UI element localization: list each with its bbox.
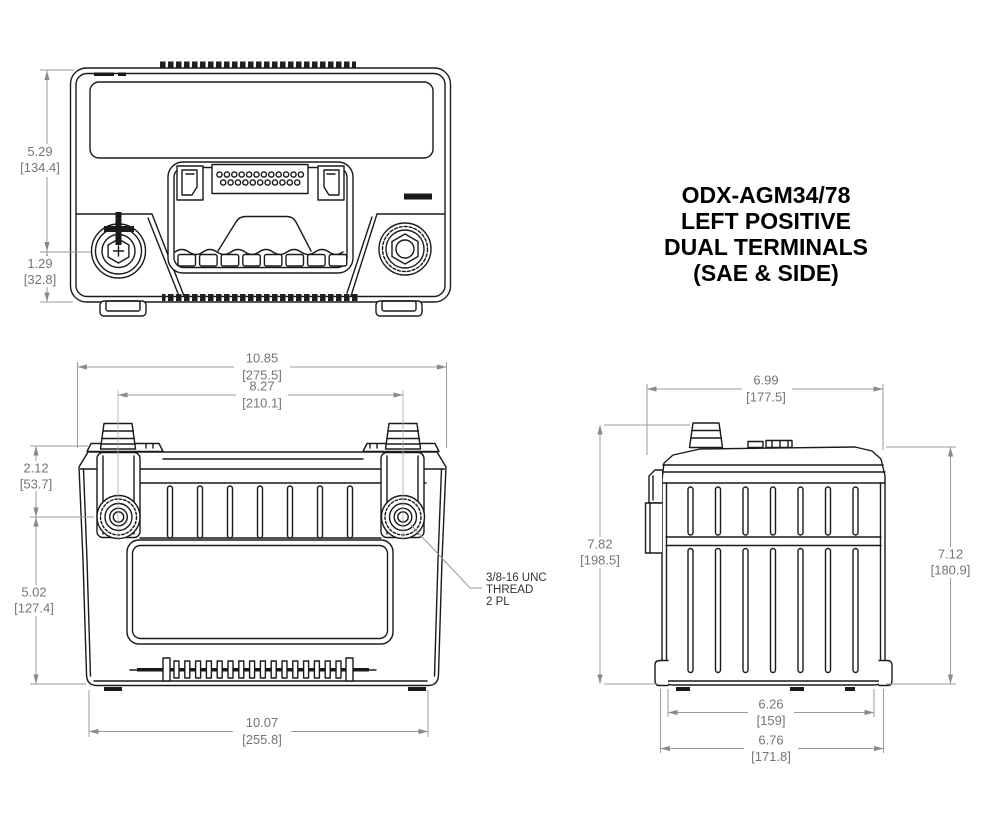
dim-base-outer-in: 6.76 (758, 733, 783, 748)
label-recess-front (126, 539, 394, 645)
dim-side-depth-mm: [177.5] (746, 390, 786, 405)
negative-symbol-icon (404, 193, 432, 200)
side-view-dimensions: 6.99 [177.5] 7.82 [198.5] 7.12 [180.9] 6… (576, 373, 977, 764)
dim-body-height-mm: [127.4] (14, 601, 54, 616)
foot-tab (375, 300, 423, 317)
vent-panel (211, 163, 309, 195)
thread-places: 2 PL (486, 596, 510, 608)
vent-holes (216, 171, 305, 186)
dim-case-height-mm: [180.9] (931, 563, 971, 578)
thread-spec: 3/8-16 UNC (486, 572, 547, 584)
front-view (78, 422, 447, 691)
title-model: ODX-AGM34/78 (682, 182, 851, 208)
top-serration-strip (158, 61, 356, 69)
dim-post-spacing-mm: [210.1] (242, 396, 282, 411)
dim-side-height-mm: [198.5] (580, 553, 620, 568)
title-polarity: LEFT POSITIVE (681, 208, 851, 234)
label-recess-top (89, 81, 434, 159)
front-view-dimensions: 10.85 [275.5] 8.27 [210.1] 2.12 [53.7] 5… (8, 351, 547, 747)
positive-symbol-icon (104, 212, 134, 245)
dim-base-inner-mm: [159] (757, 713, 786, 728)
dim-cover-height-mm: [53.7] (20, 477, 53, 492)
title-terminal-types: (SAE & SIDE) (693, 260, 839, 286)
dim-front-width-mm: [275.5] (242, 368, 282, 383)
sae-negative-terminal (378, 222, 432, 276)
dim-top-height-mm: [134.4] (20, 160, 60, 175)
dim-case-height-in: 7.12 (938, 547, 963, 562)
dim-base-outer-mm: [171.8] (751, 749, 791, 764)
vent-cap (765, 439, 793, 449)
dim-base-inner-in: 6.26 (758, 697, 783, 712)
handle-grip (217, 215, 312, 252)
title-terminals: DUAL TERMINALS (664, 234, 868, 260)
dim-cover-height-in: 2.12 (23, 461, 48, 476)
handle-assembly (167, 161, 354, 274)
side-view (644, 422, 893, 691)
dim-top-edge-in: 1.29 (27, 256, 52, 271)
thread-leader-line (410, 524, 482, 589)
front-ribs (166, 485, 354, 539)
title-block: ODX-AGM34/78 LEFT POSITIVE DUAL TERMINAL… (664, 182, 868, 286)
handle-tabs (177, 253, 348, 267)
dim-post-spacing-in: 8.27 (249, 379, 274, 394)
dim-side-height-in: 7.82 (587, 537, 612, 552)
sae-post-right (362, 422, 440, 453)
dim-base-width-mm: [255.8] (242, 732, 282, 747)
side-ribs (687, 486, 859, 674)
dim-front-width-in: 10.85 (246, 351, 279, 366)
side-hook-tab (644, 469, 663, 554)
side-foot-right (878, 659, 893, 687)
foot-tab (99, 300, 147, 317)
sae-post-left (86, 422, 164, 453)
top-view-dimensions: 5.29 [134.4] 1.29 [32.8] (16, 69, 91, 303)
dim-top-edge-mm: [32.8] (24, 272, 57, 287)
thread-label: THREAD (486, 584, 533, 596)
side-foot-left (654, 659, 669, 687)
dim-base-width-in: 10.07 (246, 715, 279, 730)
dim-top-height-in: 5.29 (27, 144, 52, 159)
sae-post-side (688, 422, 724, 449)
side-terminal-left (96, 494, 141, 540)
thread-annotation: 3/8-16 UNC THREAD 2 PL (486, 572, 547, 608)
comb-strip (129, 657, 377, 682)
dim-side-depth-in: 6.99 (753, 373, 778, 388)
dim-body-height-in: 5.02 (21, 585, 46, 600)
top-view (69, 61, 452, 317)
